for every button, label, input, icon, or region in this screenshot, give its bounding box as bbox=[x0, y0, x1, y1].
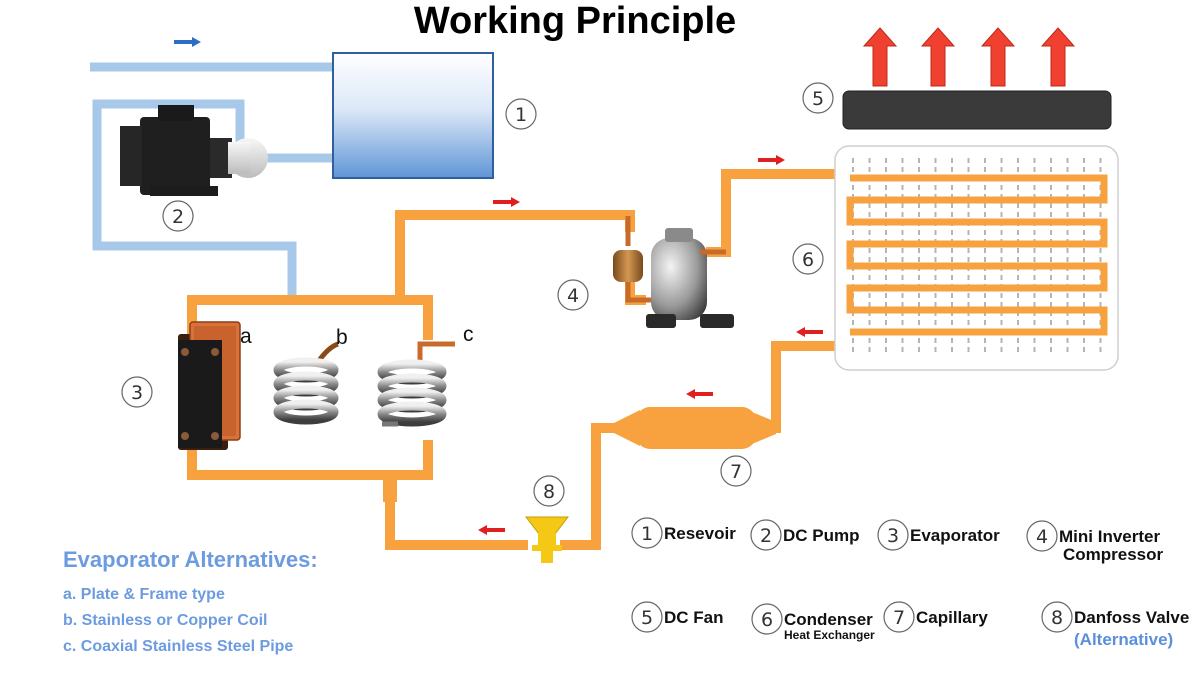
number-circle bbox=[121, 376, 153, 408]
legend-number-circle bbox=[877, 519, 909, 551]
number-label: 3 bbox=[131, 382, 143, 404]
flow-arrow-left-condenser bbox=[796, 327, 823, 337]
flow-arrow-left-capillary bbox=[686, 389, 713, 399]
number-label: 2 bbox=[172, 206, 184, 228]
number-circle bbox=[792, 243, 824, 275]
evaporator-outlet-stub bbox=[383, 478, 397, 502]
legend-number-circle bbox=[750, 519, 782, 551]
legend-number: 2 bbox=[760, 525, 772, 547]
legend-number-circle bbox=[883, 601, 915, 633]
diagram-number-markers: 1 2 3 4 5 6 7 8 bbox=[121, 82, 834, 507]
number-circle bbox=[162, 200, 194, 232]
capillary-filter-drier bbox=[612, 407, 776, 449]
legend-number: 4 bbox=[1036, 526, 1048, 548]
legend-number-circle bbox=[1041, 601, 1073, 633]
heat-exhaust-arrows bbox=[862, 27, 1076, 87]
evaporator-letter-labels: a b c bbox=[240, 323, 474, 349]
legend-label: Evaporator bbox=[910, 526, 1000, 545]
legend-label: Capillary bbox=[916, 608, 988, 627]
legend-number: 1 bbox=[641, 523, 653, 545]
legend-number-circle bbox=[1026, 520, 1058, 552]
plate-frame-evaporator bbox=[178, 321, 241, 450]
flow-arrow-left-bottom bbox=[478, 525, 505, 535]
number-label: 4 bbox=[567, 285, 579, 307]
legend-number-circle bbox=[751, 603, 783, 635]
legend-alternative-note: (Alternative) bbox=[1074, 630, 1173, 649]
evaporator-alternative-a: a. Plate & Frame type bbox=[63, 586, 225, 603]
number-circle bbox=[720, 455, 752, 487]
number-circle bbox=[802, 82, 834, 114]
reservoir-tank bbox=[332, 52, 494, 179]
diagram-number-1: 1 bbox=[505, 98, 537, 130]
refrigerant-flow-arrows bbox=[478, 155, 823, 535]
number-label: 8 bbox=[543, 481, 555, 503]
evaporator-alternative-b: b. Stainless or Copper Coil bbox=[63, 612, 267, 629]
diagram-number-3: 3 bbox=[121, 376, 153, 408]
number-label: 6 bbox=[802, 249, 814, 271]
legend-label: Mini Inverter bbox=[1059, 527, 1160, 546]
component-legend: 1 Resevoir 2 DC Pump 3 Evaporator 4 Mini Invert… bbox=[631, 517, 1189, 649]
legend-label: Danfoss Valve bbox=[1074, 608, 1189, 627]
evaporator-alternatives-heading: Evaporator Alternatives: bbox=[63, 547, 318, 572]
number-label: 1 bbox=[515, 104, 527, 126]
diagram-number-5: 5 bbox=[802, 82, 834, 114]
page-title: Working Principle bbox=[414, 0, 736, 42]
legend-label: Condenser bbox=[784, 610, 873, 629]
evaporator-letter-c: c bbox=[463, 323, 474, 346]
condenser-fins bbox=[852, 158, 1102, 356]
diagram-number-4: 4 bbox=[557, 279, 589, 311]
flow-arrow-right-top bbox=[493, 197, 520, 207]
mini-inverter-compressor bbox=[613, 216, 734, 328]
legend-label: DC Pump bbox=[783, 526, 860, 545]
evaporator-alternatives: Evaporator Alternatives: a. Plate & Fram… bbox=[63, 547, 318, 655]
legend-sublabel: Heat Exchanger bbox=[784, 628, 875, 642]
diagram-number-7: 7 bbox=[720, 455, 752, 487]
flow-arrow-right-condenser bbox=[758, 155, 785, 165]
legend-number: 6 bbox=[761, 609, 773, 631]
number-label: 5 bbox=[812, 88, 824, 110]
condenser-heat-exchanger bbox=[834, 145, 1119, 371]
number-circle bbox=[557, 279, 589, 311]
legend-number: 7 bbox=[893, 607, 905, 629]
evaporator-letter-b: b bbox=[336, 326, 348, 349]
number-circle bbox=[505, 98, 537, 130]
number-label: 7 bbox=[730, 461, 742, 483]
diagram-number-2: 2 bbox=[162, 200, 194, 232]
diagram-number-6: 6 bbox=[792, 243, 824, 275]
dc-pump bbox=[120, 105, 268, 196]
diagram-number-8: 8 bbox=[533, 475, 565, 507]
number-circle bbox=[533, 475, 565, 507]
legend-number: 5 bbox=[641, 607, 653, 629]
legend-item-1: 1 Resevoir bbox=[631, 517, 736, 549]
legend-number: 8 bbox=[1051, 607, 1063, 629]
coaxial-pipe-evaporator bbox=[377, 341, 455, 427]
evaporator-letter-a: a bbox=[240, 325, 252, 348]
legend-number-circle bbox=[631, 601, 663, 633]
copper-coil-evaporator bbox=[273, 341, 339, 425]
legend-number-circle bbox=[631, 517, 663, 549]
legend-sublabel: Compressor bbox=[1063, 545, 1164, 564]
legend-item-8: 8 Danfoss Valve (Alternative) bbox=[1041, 601, 1189, 649]
legend-item-5: 5 DC Fan bbox=[631, 601, 724, 633]
danfoss-valve bbox=[524, 516, 570, 563]
legend-item-7: 7 Capillary bbox=[883, 601, 988, 633]
legend-item-2: 2 DC Pump bbox=[750, 519, 860, 551]
water-flow-arrow bbox=[174, 37, 201, 47]
legend-label: Resevoir bbox=[664, 524, 736, 543]
legend-item-3: 3 Evaporator bbox=[877, 519, 1000, 551]
dc-fan bbox=[842, 90, 1112, 130]
evaporator-alternative-c: c. Coaxial Stainless Steel Pipe bbox=[63, 638, 293, 655]
legend-number: 3 bbox=[887, 525, 899, 547]
legend-label: DC Fan bbox=[664, 608, 724, 627]
